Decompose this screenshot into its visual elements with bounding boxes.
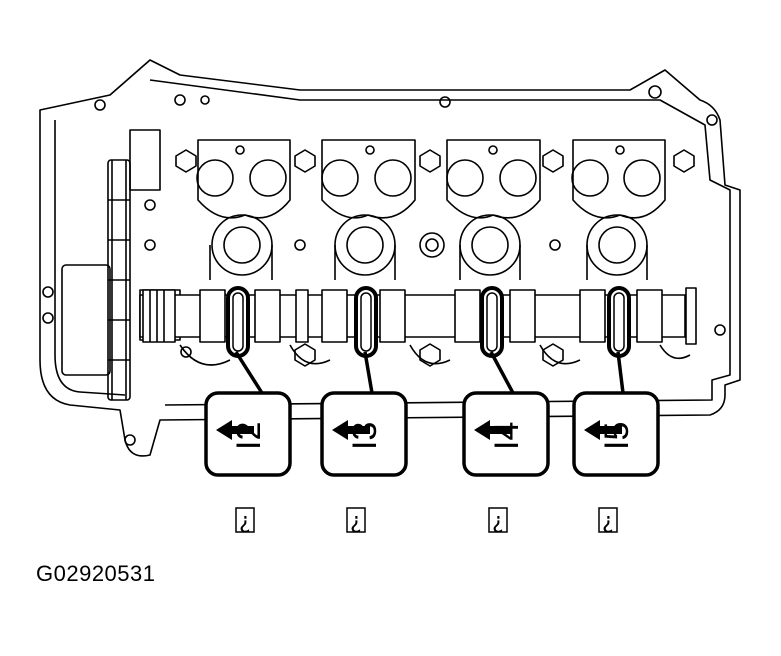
callout-label: I2 [230, 422, 268, 450]
mark-box [598, 507, 618, 533]
cam-lobe-i3 [354, 286, 378, 358]
arrow-left-icon [474, 420, 512, 440]
mark-glyph: ¿ [492, 509, 504, 534]
mark-glyph: ¿ [239, 509, 251, 534]
arrow-left-icon [332, 420, 370, 440]
callout-label: I5 [598, 422, 636, 450]
figure-id: G02920531 [36, 561, 156, 586]
mark-glyph: ¿ [350, 509, 362, 534]
callout-i3: I3 [320, 391, 408, 477]
callout-i5: I5 [572, 391, 660, 477]
valve-group-4 [571, 139, 666, 219]
valve-group-2 [321, 139, 416, 219]
mark-glyph: ¿ [602, 509, 614, 534]
cam-sprocket [61, 129, 181, 401]
cam-lobe-i2 [226, 286, 250, 358]
cylinder-head-outline [39, 59, 741, 457]
mark-box [346, 507, 366, 533]
arrow-left-icon [216, 420, 254, 440]
mark-box [488, 507, 508, 533]
callout-label: I3 [346, 422, 384, 450]
cam-lobe-i5 [607, 286, 631, 358]
callout-label: I4 [488, 422, 526, 450]
cam-lobe-i4 [480, 286, 504, 358]
callout-i2: I2 [204, 391, 292, 477]
valve-group-3 [446, 139, 541, 219]
callout-i4: I4 [462, 391, 550, 477]
arrow-left-icon [584, 420, 622, 440]
mark-box [235, 507, 255, 533]
